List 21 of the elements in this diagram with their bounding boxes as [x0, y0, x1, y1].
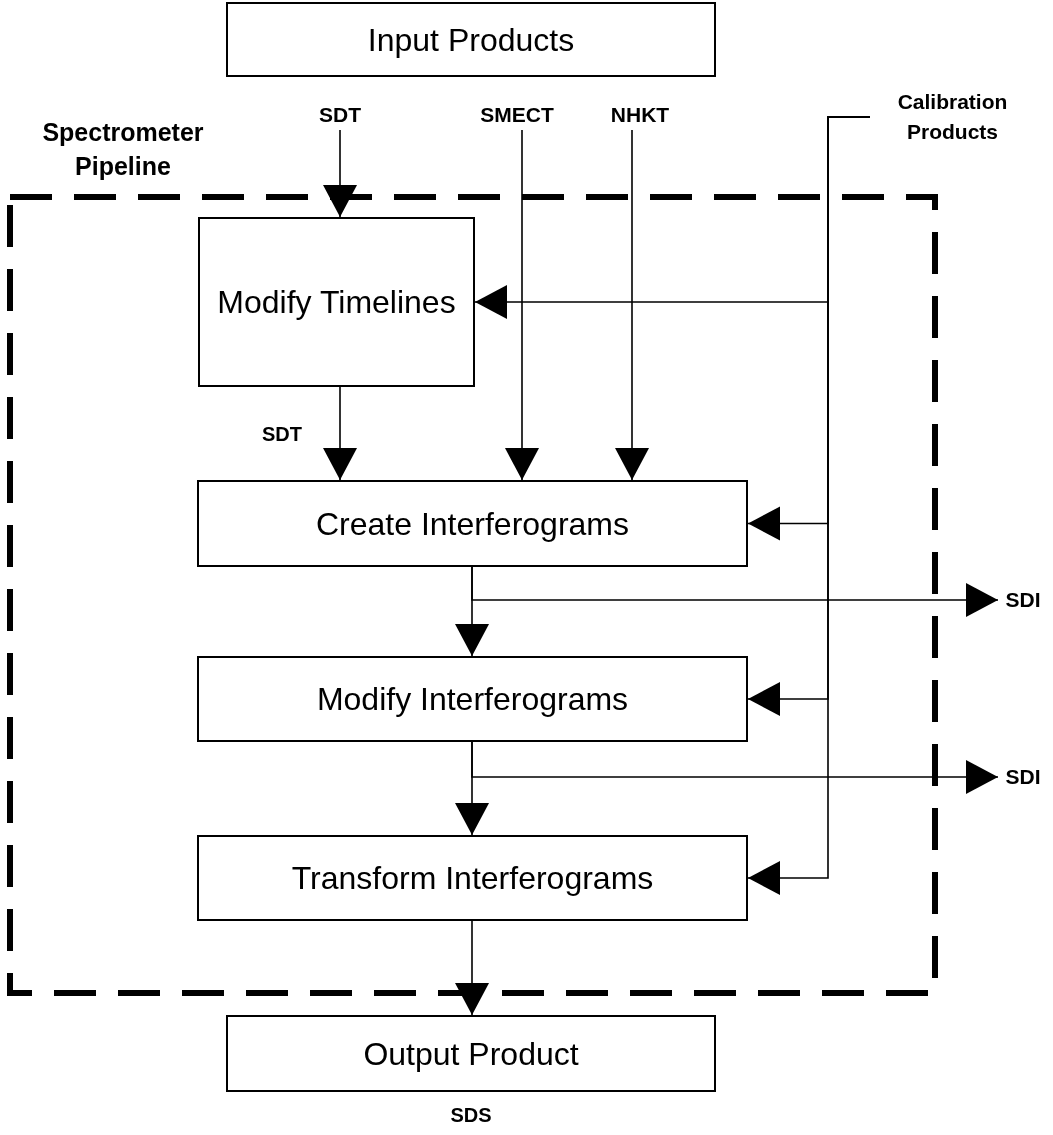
flow-label: NHKT — [600, 100, 680, 130]
process-box: Transform Interferograms — [197, 835, 748, 921]
arrow — [455, 920, 489, 1016]
flow-label: Calibration Products — [870, 84, 1035, 150]
arrow — [471, 566, 999, 617]
process-box: Create Interferograms — [197, 480, 748, 567]
flow-label: SMECT — [466, 100, 568, 130]
flow-label: SDT — [305, 100, 375, 130]
process-box: Modify Timelines — [198, 217, 475, 387]
output-name: SDS — [449, 1103, 493, 1128]
process-box: Input Products — [226, 2, 716, 77]
arrow — [615, 129, 649, 481]
flow-label: SDI — [998, 762, 1048, 792]
group-heading: Spectrometer Pipeline — [41, 117, 205, 182]
process-box: Modify Interferograms — [197, 656, 748, 742]
arrow — [747, 116, 871, 895]
flow-label: SDI — [998, 585, 1048, 615]
arrow — [323, 386, 357, 481]
arrow — [505, 129, 539, 481]
arrow — [471, 741, 999, 794]
arrow — [323, 129, 357, 218]
